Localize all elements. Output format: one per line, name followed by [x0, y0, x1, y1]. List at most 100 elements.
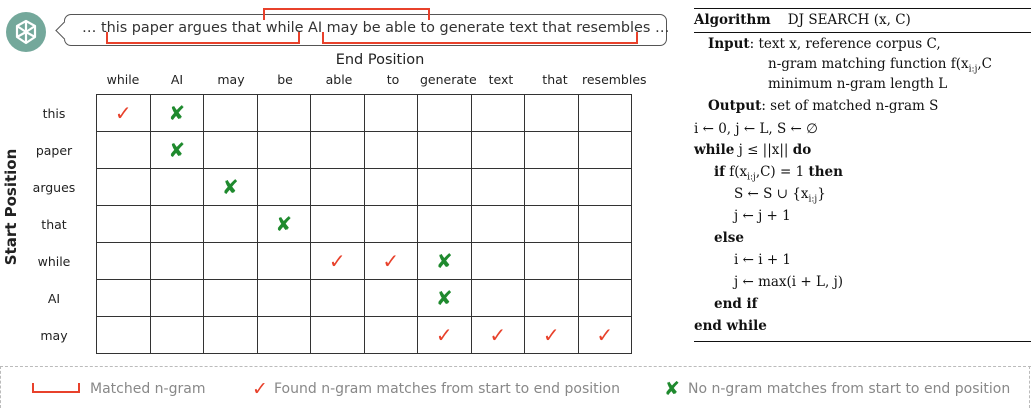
if-cond-end: ,C) = 1 [755, 164, 809, 180]
input-kw: Input [708, 36, 750, 52]
row-label-paper: paper [35, 143, 73, 158]
grid-cell [203, 242, 258, 280]
then-line-1-sub: i:j [808, 194, 818, 205]
then-kw: then [808, 164, 843, 180]
grid-cell [203, 131, 258, 169]
grid-row-ai: ✘ [96, 279, 632, 317]
legend-bracket-icon [32, 383, 80, 393]
legend-check-icon: ✓ [252, 378, 268, 400]
if-kw: if [714, 164, 725, 180]
if-sub: i:j [747, 172, 756, 183]
grid-cell [363, 168, 418, 206]
algorithm-top-rule [694, 8, 1031, 9]
grid-row-argues: ✘ [96, 168, 632, 206]
col-label-ai: AI [170, 72, 184, 87]
col-label-that: that [542, 72, 568, 87]
col-label-generate: generate [420, 72, 477, 87]
row-label-argues: argues [32, 180, 76, 195]
grid-cell [524, 94, 579, 132]
grid-cell [96, 242, 151, 280]
check-icon: ✓ [542, 323, 560, 347]
grid-cell [310, 316, 365, 354]
grid-cell [470, 205, 525, 243]
grid-cell [96, 279, 151, 317]
grid-cell [96, 131, 151, 169]
input-line-2-end: ,C [977, 56, 992, 72]
grid-cell: ✘ [149, 131, 204, 169]
grid-cell [577, 168, 632, 206]
algorithm-title: Algorithm DJ SEARCH (x, C) [694, 12, 911, 28]
cross-icon: ✘ [221, 175, 239, 199]
col-label-while: while [106, 72, 140, 87]
col-label-be: be [277, 72, 293, 87]
check-icon: ✓ [382, 249, 400, 273]
algorithm-if: if f(xi:j,C) = 1 then [714, 164, 843, 183]
grid-cell [256, 94, 311, 132]
row-label-while: while [37, 254, 71, 269]
col-label-able: able [325, 72, 353, 87]
algorithm-bottom-rule [694, 341, 1031, 342]
check-icon: ✓ [489, 323, 507, 347]
output-kw: Output [708, 98, 762, 114]
grid-cell: ✓ [524, 316, 579, 354]
if-cond: f(x [724, 164, 748, 180]
check-icon: ✓ [328, 249, 346, 273]
grid-cell [256, 168, 311, 206]
grid-cell: ✓ [470, 316, 525, 354]
algorithm-else: else [714, 230, 744, 246]
then-line-1: S ← S ∪ {x [734, 186, 809, 202]
algorithm-input-2: n-gram matching function f(xi:j,C [768, 56, 992, 75]
col-label-resembles: resembles [582, 72, 647, 87]
while-cond: j ≤ ||x|| [734, 142, 793, 158]
row-label-ai: AI [47, 291, 61, 306]
grid-cell [470, 279, 525, 317]
while-kw: while [694, 142, 735, 158]
algorithm-output: Output: set of matched n-gram S [708, 98, 938, 114]
algorithm-end-while: end while [694, 318, 767, 334]
cross-icon: ✘ [168, 101, 186, 125]
grid-cell: ✘ [417, 242, 472, 280]
cross-icon: ✘ [435, 286, 453, 310]
grid-cell [470, 242, 525, 280]
grid-row-that: ✘ [96, 205, 632, 243]
x-axis-title: End Position [335, 52, 425, 68]
grid-cell [203, 316, 258, 354]
grid-cell [149, 168, 204, 206]
grid-cell [203, 279, 258, 317]
col-label-text: text [488, 72, 514, 87]
grid-cell [577, 94, 632, 132]
grid-cell [363, 316, 418, 354]
algorithm-input-3: minimum n-gram length L [768, 76, 948, 92]
example-sentence: … this paper argues that while AI may be… [82, 20, 670, 36]
grid-cell [417, 205, 472, 243]
grid-cell [310, 279, 365, 317]
grid-cell [149, 205, 204, 243]
algorithm-end-if: end if [714, 296, 758, 312]
grid-cell [524, 168, 579, 206]
algorithm-then-1: S ← S ∪ {xi:j} [734, 186, 826, 205]
input-line-2: n-gram matching function f(x [768, 56, 969, 72]
grid-cell: ✘ [149, 94, 204, 132]
grid-cell [310, 168, 365, 206]
algorithm-else-1: i ← i + 1 [734, 252, 792, 268]
check-icon: ✓ [114, 101, 132, 125]
grid-cell [417, 94, 472, 132]
cross-icon: ✘ [275, 212, 293, 236]
chatgpt-logo-icon [6, 12, 46, 52]
algorithm-title-kw: Algorithm [694, 12, 771, 28]
grid-cell [524, 242, 579, 280]
matched-ngram-bracket-this-while [106, 32, 300, 44]
grid-cell [417, 131, 472, 169]
match-grid-body: ✓✘✘✘✘✓✓✘✘✓✓✓✓ [96, 94, 632, 354]
grid-cell [310, 205, 365, 243]
grid-row-may: ✓✓✓✓ [96, 316, 632, 354]
col-label-to: to [386, 72, 400, 87]
grid-cell [363, 205, 418, 243]
grid-cell [470, 131, 525, 169]
grid-cell [470, 94, 525, 132]
matched-ngram-bracket-may-resembles [322, 32, 638, 44]
algorithm-title-name: DJ SEARCH [787, 12, 870, 28]
grid-cell [96, 205, 151, 243]
grid-cell [577, 242, 632, 280]
row-label-may: may [40, 328, 68, 343]
